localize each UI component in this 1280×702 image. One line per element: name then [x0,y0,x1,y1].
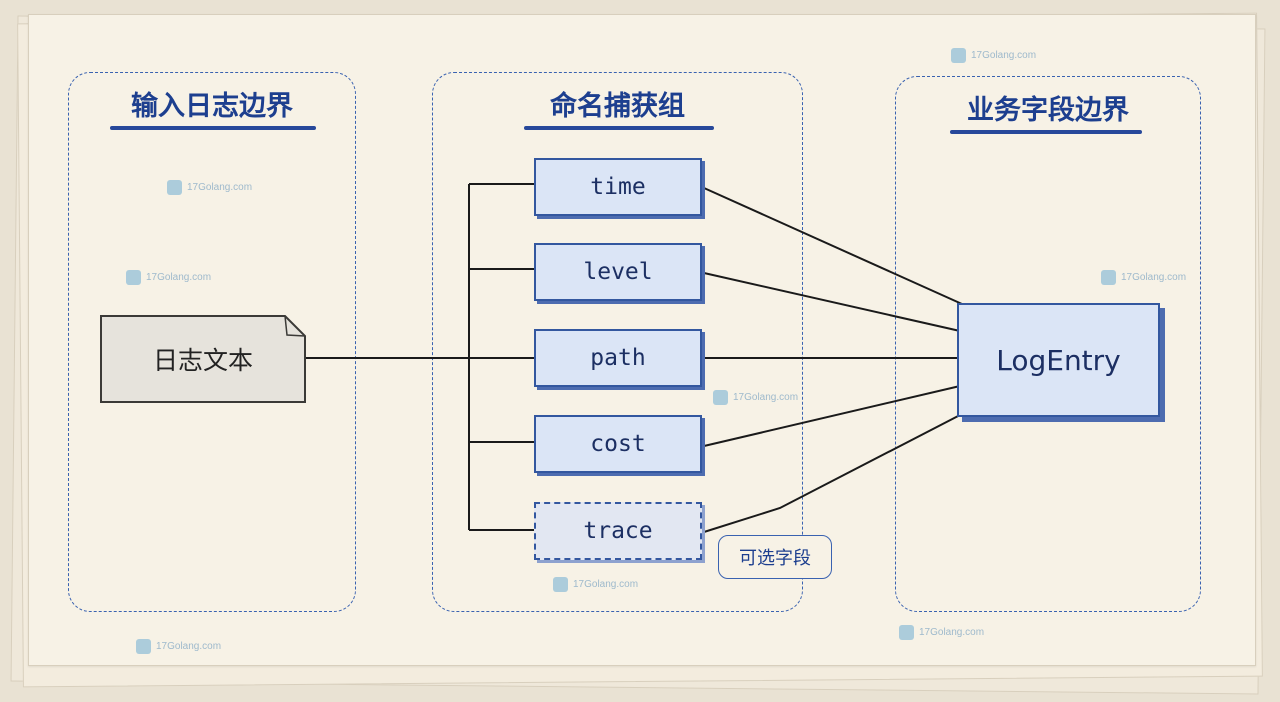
section-capture-groups [432,72,803,612]
watermark-logo-icon [136,639,151,654]
watermark: 17Golang.com [136,639,221,654]
section-title-business: 业务字段边界 [967,95,1129,126]
watermark: 17Golang.com [167,180,252,195]
watermark: 17Golang.com [126,270,211,285]
field-time: time [534,158,702,216]
watermark: 17Golang.com [899,625,984,640]
field-cost: cost [534,415,702,473]
watermark-text: 17Golang.com [919,627,985,638]
watermark-logo-icon [553,577,568,592]
optional-field-tag: 可选字段 [718,535,832,579]
section-business-boundary [895,76,1201,612]
watermark-text: 17Golang.com [156,641,222,652]
watermark: 17Golang.com [951,48,1036,63]
section-title-input: 输入日志边界 [131,91,293,122]
log-text-document: 日志文本 [100,315,306,403]
watermark-text: 17Golang.com [146,272,212,283]
log-text-document-outline [100,315,306,403]
watermark-logo-icon [126,270,141,285]
watermark-text: 17Golang.com [573,579,639,590]
watermark: 17Golang.com [1101,270,1186,285]
section-input-boundary [68,72,356,612]
field-trace: trace [534,502,702,560]
watermark: 17Golang.com [713,390,798,405]
watermark-text: 17Golang.com [187,182,253,193]
watermark-logo-icon [899,625,914,640]
watermark-logo-icon [951,48,966,63]
title-underline-capture [524,126,714,130]
watermark-logo-icon [1101,270,1116,285]
title-underline-input [110,126,316,130]
title-underline-business [950,130,1142,134]
watermark-text: 17Golang.com [733,392,799,403]
watermark: 17Golang.com [553,577,638,592]
log-entry-struct: LogEntry [957,303,1160,417]
section-title-capture: 命名捕获组 [550,91,685,122]
watermark-logo-icon [713,390,728,405]
watermark-text: 17Golang.com [1121,272,1187,283]
watermark-text: 17Golang.com [971,50,1037,61]
field-level: level [534,243,702,301]
watermark-logo-icon [167,180,182,195]
field-path: path [534,329,702,387]
